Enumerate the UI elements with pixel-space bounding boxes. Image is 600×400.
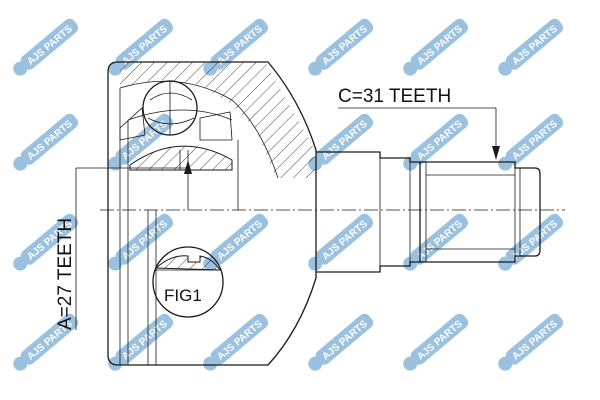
c-teeth-dimension: C=31 TEETH <box>338 86 500 160</box>
watermark-text: AJS PARTS <box>320 23 370 67</box>
watermark-text: AJS PARTS <box>215 318 265 362</box>
watermark-logo: AJS PARTS <box>308 18 374 76</box>
outer-housing <box>107 61 317 366</box>
stub-shaft <box>316 151 541 273</box>
fig1-detail: FIG1 <box>152 246 224 318</box>
fig1-label: FIG1 <box>164 286 202 305</box>
watermark-text: AJS PARTS <box>415 318 465 362</box>
watermark-text: AJS PARTS <box>25 118 75 162</box>
watermark-text: AJS PARTS <box>215 23 265 67</box>
watermark-logo: AJS PARTS <box>498 113 564 171</box>
watermark-text: AJS PARTS <box>320 318 370 362</box>
watermark-logo: AJS PARTS <box>403 313 469 371</box>
ball-cage <box>119 80 239 210</box>
watermark-text: AJS PARTS <box>120 23 170 67</box>
watermark-logo: AJS PARTS <box>308 313 374 371</box>
a-teeth-dimension: A=27 TEETH <box>55 160 192 330</box>
watermark-text: AJS PARTS <box>415 23 465 67</box>
watermark-text: AJS PARTS <box>510 318 560 362</box>
watermark-logo: AJS PARTS <box>13 113 79 171</box>
watermark-text: AJS PARTS <box>415 218 465 262</box>
watermark-text: AJS PARTS <box>415 118 465 162</box>
watermark-logo: AJS PARTS <box>498 313 564 371</box>
watermark-text: AJS PARTS <box>215 218 265 262</box>
watermark-logo: AJS PARTS <box>13 18 79 76</box>
watermark-logo: AJS PARTS <box>498 213 564 271</box>
watermark-text: AJS PARTS <box>510 118 560 162</box>
watermark-text: AJS PARTS <box>320 218 370 262</box>
watermark-logo: AJS PARTS <box>403 18 469 76</box>
watermark-text: AJS PARTS <box>510 23 560 67</box>
watermark-text: AJS PARTS <box>320 118 370 162</box>
c-teeth-label: C=31 TEETH <box>338 86 451 107</box>
watermark-logo: AJS PARTS <box>498 18 564 76</box>
watermark-text: AJS PARTS <box>25 23 75 67</box>
watermark-layer: AJS PARTS AJS PARTS AJS PARTS AJS PARTS AJS … <box>13 18 564 371</box>
a-teeth-label: A=27 TEETH <box>55 218 76 330</box>
